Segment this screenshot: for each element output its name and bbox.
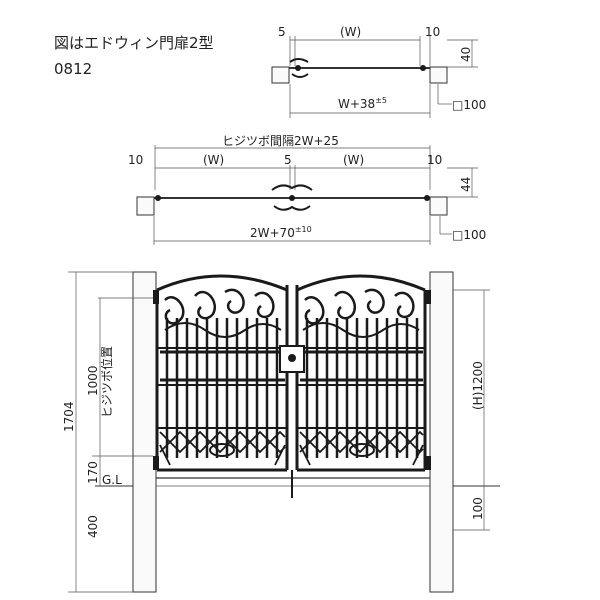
double-gate-plan: ヒジツボ間隔2W+25 10 (W) 5 (W) 10 44 2W+70±10: [128, 134, 486, 245]
bottom-gap: 100: [471, 497, 485, 520]
double-dim-w-right: (W): [343, 153, 364, 167]
double-dim-total: 2W+70±10: [250, 225, 312, 240]
hinge-spacing-label: ヒジツボ間隔2W+25: [222, 134, 339, 148]
model-code: 0812: [54, 60, 92, 78]
single-post-size: □100: [452, 98, 486, 112]
left-gate-leaf: [155, 274, 289, 472]
drawing-title: 図はエドウィン門扉2型: [54, 34, 214, 52]
single-dim-width: (W): [340, 25, 361, 39]
single-dim-left: 5: [278, 25, 286, 39]
ground-line-label: G.L: [102, 473, 122, 487]
single-dim-total: W+38±5: [338, 96, 387, 111]
double-dim-center: 5: [284, 153, 292, 167]
right-gate-leaf: [295, 274, 427, 472]
double-dim-w-left: (W): [203, 153, 224, 167]
total-height: 1704: [62, 401, 76, 432]
double-dim-depth: 44: [459, 177, 473, 192]
double-dim-right: 10: [427, 153, 442, 167]
gate-height: (H)1200: [471, 361, 485, 410]
double-post-size: □100: [452, 228, 486, 242]
ground-clearance: 170: [86, 461, 100, 484]
single-dim-depth: 40: [459, 47, 473, 62]
single-gate-plan: 5 (W) 10 40 W+38±5 □100: [271, 25, 486, 118]
left-post: [132, 271, 157, 593]
gate-elevation: 1704 1000 ヒジツボ位置 170 G.L 400 (H)1200 100: [62, 271, 500, 593]
hinge-height: 1000: [86, 365, 100, 396]
single-dim-right: 10: [425, 25, 440, 39]
double-dim-left: 10: [128, 153, 143, 167]
hinge-position-label: ヒジツボ位置: [99, 346, 114, 418]
embed-depth: 400: [86, 515, 100, 538]
right-post: [429, 271, 454, 593]
